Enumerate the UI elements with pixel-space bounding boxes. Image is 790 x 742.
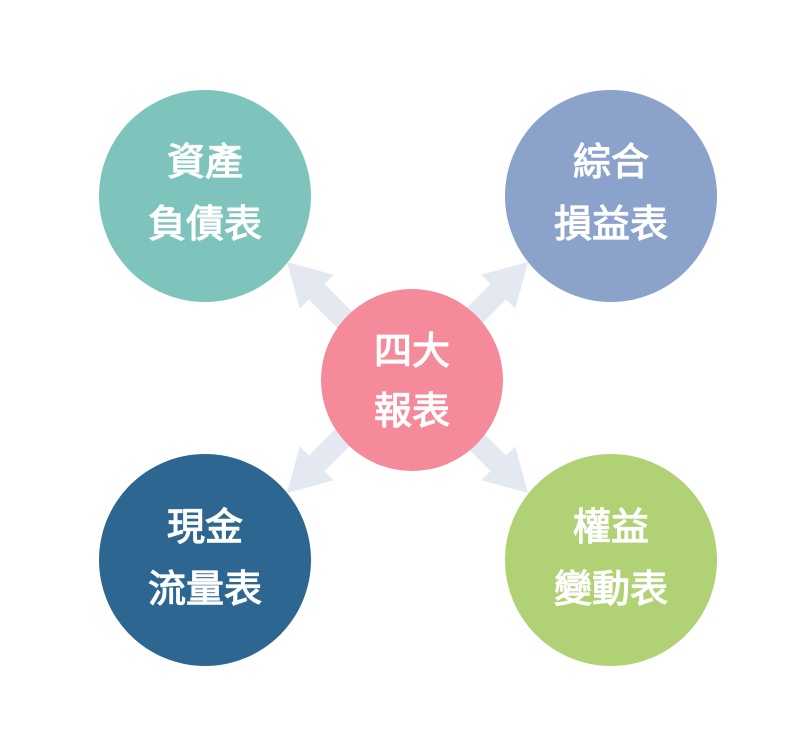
- node-label-line2: 變動表: [554, 567, 668, 611]
- node-label-line1: 現金: [167, 505, 244, 549]
- node-income-statement: 綜合 損益表: [505, 90, 717, 302]
- center-circle: [321, 289, 503, 471]
- node-label-line2: 損益表: [554, 202, 668, 246]
- center-node: 四大 報表: [321, 289, 503, 471]
- node-circle-cash-flow-statement: [99, 454, 311, 666]
- center-label-line1: 四大: [374, 329, 450, 373]
- node-label-line1: 資產: [167, 140, 243, 184]
- node-circle-equity-statement: [505, 454, 717, 666]
- node-label-line2: 負債表: [148, 202, 262, 246]
- node-equity-statement: 權益 變動表: [505, 454, 717, 666]
- center-label-line2: 報表: [374, 389, 450, 433]
- node-label-line1: 綜合: [573, 140, 649, 184]
- node-label-line2: 流量表: [148, 567, 262, 611]
- node-label-line1: 權益: [573, 505, 649, 549]
- node-balance-sheet: 資產 負債表: [99, 90, 311, 302]
- node-circle-income-statement: [505, 90, 717, 302]
- node-cash-flow-statement: 現金 流量表: [99, 454, 311, 666]
- node-circle-balance-sheet: [99, 90, 311, 302]
